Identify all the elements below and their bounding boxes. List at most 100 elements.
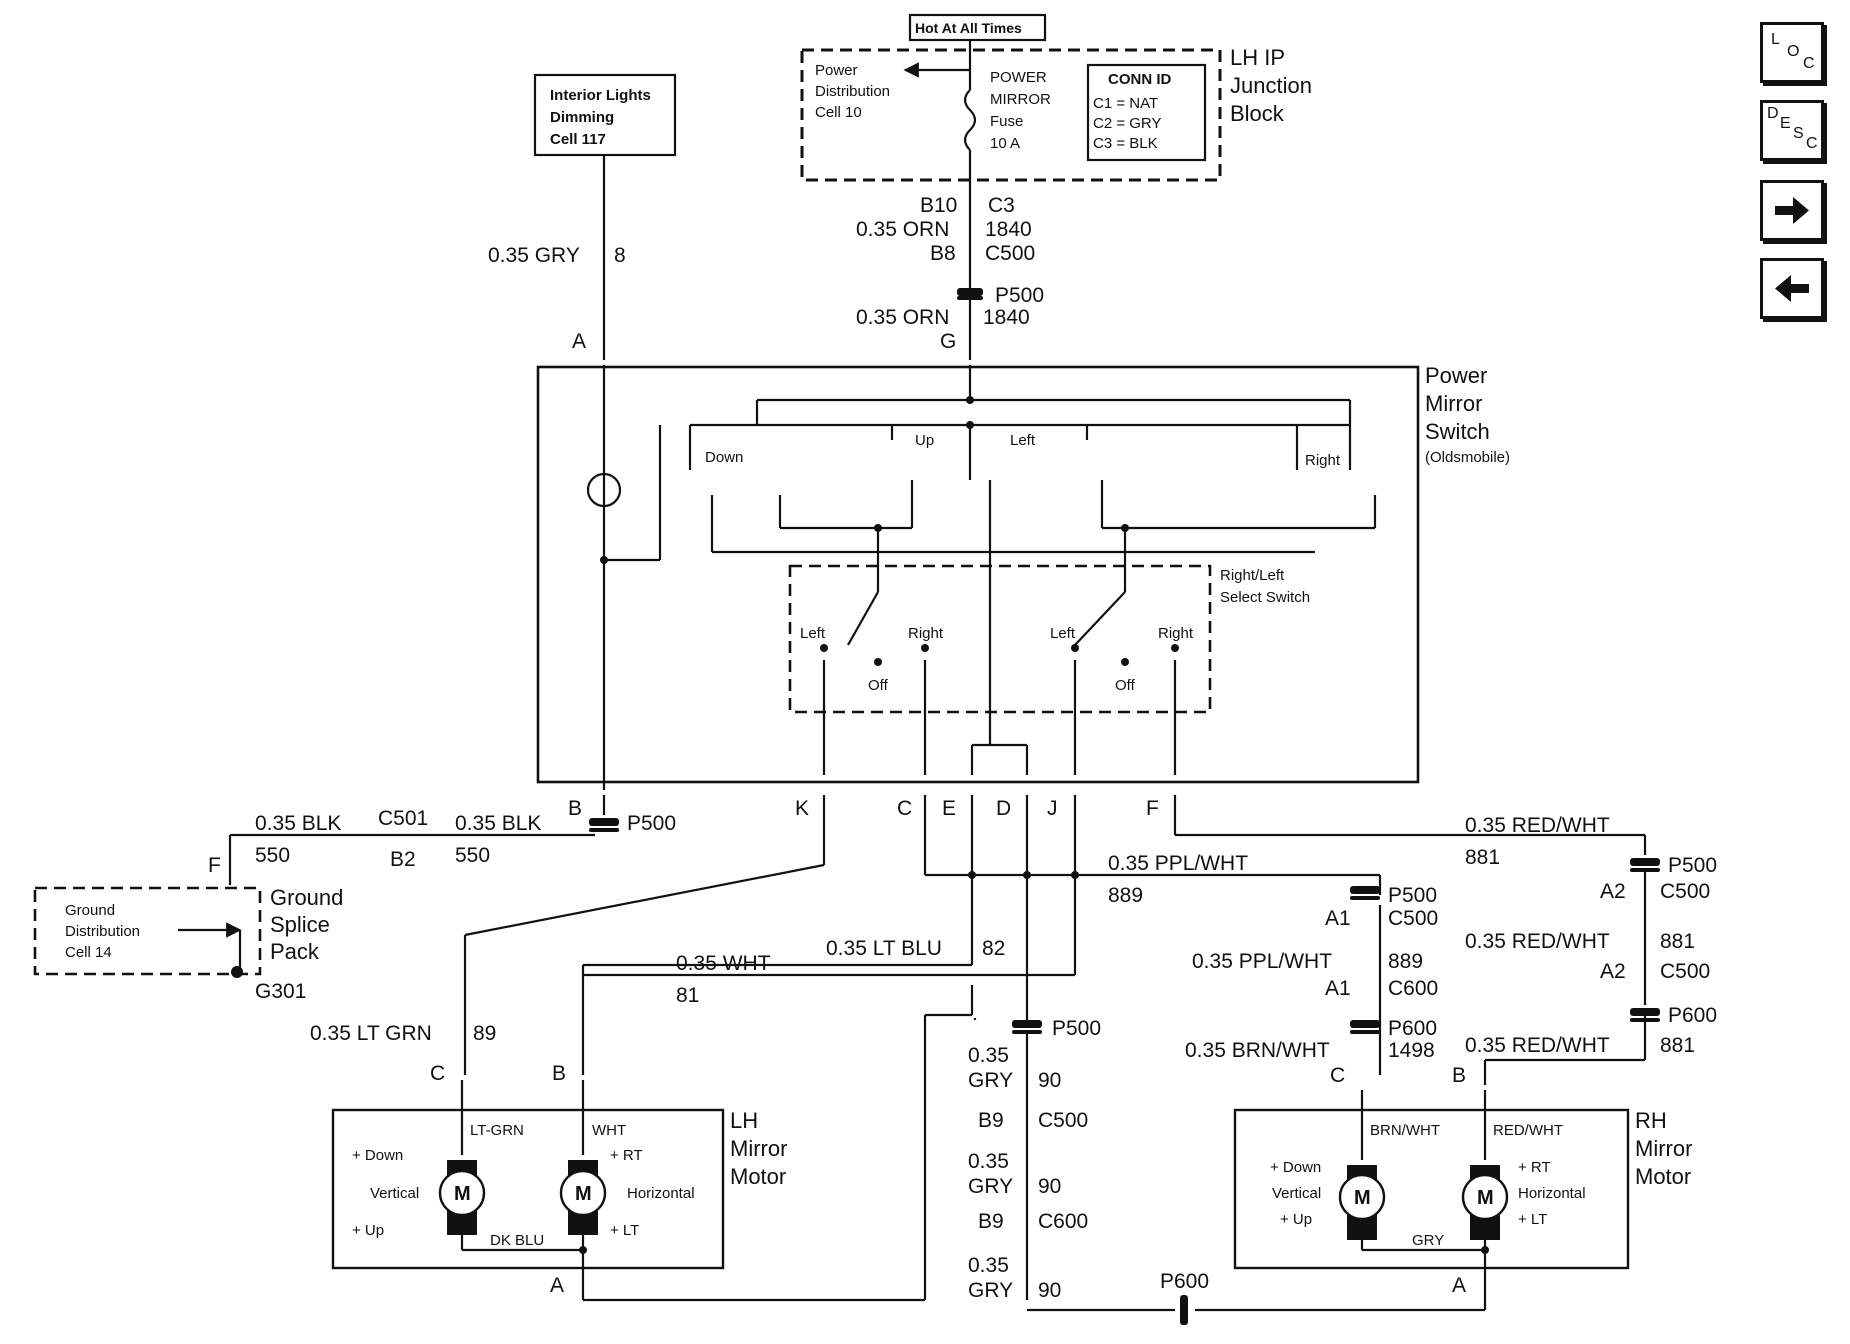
c90b: 90 (1038, 1175, 1061, 1198)
p500c: P500 (1388, 884, 1437, 907)
select-2: Select Switch (1220, 589, 1310, 606)
p600-connector-red (1630, 1008, 1660, 1016)
p600b: P600 (1388, 1017, 1437, 1040)
interior-3: Cell 117 (550, 131, 606, 148)
hot-at-all-times-box (908, 13, 1047, 42)
loc-o: O (1787, 43, 1800, 60)
c82: 82 (982, 937, 1005, 960)
c89: 89 (473, 1022, 496, 1045)
fuse-4: 10 A (990, 135, 1020, 152)
orn: 0.35 ORN (856, 218, 949, 241)
b10: B10 (920, 194, 957, 217)
gry90a1: 0.35 (968, 1044, 1009, 1067)
sw-left: Left (1010, 432, 1036, 449)
p500-connector-top (957, 288, 983, 296)
lh-motor-title-1: LH (730, 1108, 758, 1133)
p600-connector-gry (1180, 1295, 1188, 1325)
rh-plus-up: + Up (1280, 1211, 1312, 1228)
arrow-right-icon (1775, 197, 1809, 224)
sw-up: Up (915, 432, 934, 449)
lh-ip-junction-block (800, 48, 1222, 182)
gry8: 0.35 GRY (488, 244, 580, 267)
interior-1: Interior Lights (550, 87, 651, 104)
ground-cell-3: Cell 14 (65, 944, 112, 961)
left2: Left (1050, 625, 1076, 642)
desc-button[interactable]: D E S C (1760, 100, 1824, 161)
prev-button[interactable] (1760, 258, 1824, 319)
c889: 889 (1108, 884, 1143, 907)
c500b: C500 (1388, 907, 1438, 930)
ground-distribution-box (33, 886, 262, 976)
loc-button[interactable]: L O C (1760, 22, 1824, 83)
loc-l: L (1771, 31, 1780, 48)
red-wht: 0.35 RED/WHT (1465, 814, 1610, 837)
p600: P600 (1668, 1004, 1717, 1027)
c550b: 550 (455, 844, 490, 867)
gry90a2: GRY (968, 1069, 1013, 1092)
conn-id-c3: C3 = BLK (1093, 135, 1158, 152)
fuse-3: Fuse (990, 113, 1023, 130)
connector-symbols (231, 288, 1660, 1325)
pin-a2: A (550, 1274, 564, 1297)
c1840: 1840 (985, 218, 1032, 241)
pin-b: B (568, 797, 582, 820)
red-wht3: 0.35 RED/WHT (1465, 1034, 1610, 1057)
select-switch-box (788, 564, 1212, 714)
p500d: P500 (1668, 854, 1717, 877)
c1498: 1498 (1388, 1039, 1435, 1062)
blk2: 0.35 BLK (455, 812, 541, 835)
switch-lamp (586, 472, 622, 508)
rh-brn-wht: BRN/WHT (1370, 1122, 1440, 1139)
lh-plus-down: + Down (352, 1147, 403, 1164)
gry8-circ: 8 (614, 244, 626, 267)
conn-id-c1: C1 = NAT (1093, 95, 1158, 112)
p500-connector-ppl (1350, 886, 1380, 894)
pin-a: A (572, 330, 586, 353)
p500-connector-b (589, 818, 619, 826)
blk1: 0.35 BLK (255, 812, 341, 835)
p500: P500 (995, 284, 1044, 307)
splice-3: Pack (270, 939, 320, 964)
c881c: 881 (1660, 1034, 1695, 1057)
rh-vertical-motor (1338, 1165, 1386, 1240)
fuse-1: POWER (990, 69, 1047, 86)
rh-motor-title-2: Mirror (1635, 1136, 1692, 1161)
splice-1: Ground (270, 885, 343, 910)
sw-right: Right (1305, 452, 1341, 469)
lh-mirror-motor-box (331, 1108, 725, 1270)
pin-k: K (795, 797, 809, 820)
wht: 0.35 WHT (676, 952, 771, 975)
lh-motor-title-3: Motor (730, 1164, 786, 1189)
pin-c3: C (1330, 1064, 1345, 1087)
pin-g: G (940, 330, 956, 353)
c500c: C500 (1660, 880, 1710, 903)
c600: C600 (1388, 977, 1438, 1000)
left1: Left (800, 625, 826, 642)
c501: C501 (378, 807, 428, 830)
desc-c: C (1806, 135, 1818, 152)
p500b: P500 (627, 812, 676, 835)
lh-ip-2: Junction (1230, 73, 1312, 98)
pin-f: F (208, 854, 221, 877)
lt-grn: 0.35 LT GRN (310, 1022, 432, 1045)
c500e: C500 (1038, 1109, 1088, 1132)
b9b: B9 (978, 1210, 1004, 1233)
c81: 81 (676, 984, 699, 1007)
red-wht2: 0.35 RED/WHT (1465, 930, 1610, 953)
power-dist-3: Cell 10 (815, 104, 862, 121)
b8: B8 (930, 242, 956, 265)
rh-plus-lt: + LT (1518, 1211, 1547, 1228)
pin-d: D (996, 797, 1011, 820)
desc-d: D (1767, 105, 1779, 122)
right1: Right (908, 625, 944, 642)
orn2: 0.35 ORN (856, 306, 949, 329)
ppl-wht2: 0.35 PPL/WHT (1192, 950, 1332, 973)
lh-plus-up: + Up (352, 1222, 384, 1239)
rh-motor-title-1: RH (1635, 1108, 1667, 1133)
ppl-wht: 0.35 PPL/WHT (1108, 852, 1248, 875)
pin-b2: B (552, 1062, 566, 1085)
a2b: A2 (1600, 960, 1626, 983)
lt-blu: 0.35 LT BLU (826, 937, 942, 960)
next-button[interactable] (1760, 180, 1824, 241)
